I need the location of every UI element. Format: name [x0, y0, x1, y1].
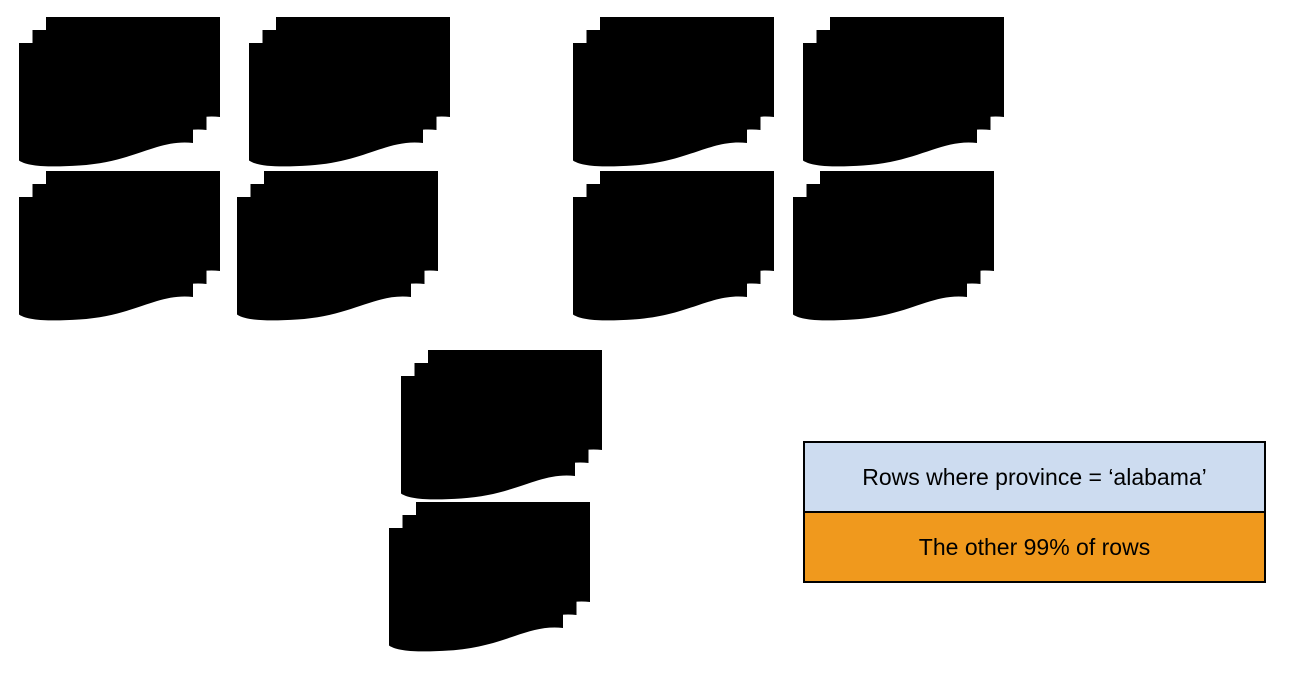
legend-item-label: The other 99% of rows — [918, 533, 1151, 560]
region-stack-us-east-2: us-east-2 — [236, 170, 441, 327]
region-stack-ap-east-1: ap-east-1 — [400, 349, 605, 506]
document-stack-icon — [389, 502, 590, 652]
legend-item-alabama-rows: Rows where province = ‘alabama’ — [805, 443, 1264, 511]
region-stack-us-east-1: us-east-1 — [248, 16, 453, 173]
legend: Rows where province = ‘alabama’ The othe… — [803, 441, 1266, 583]
region-stack-ap-east-2: ap-east-2 — [388, 501, 593, 658]
region-stack-eu-west-2: eu-west-2 — [572, 170, 777, 327]
document-stack-icon — [249, 17, 450, 167]
legend-item-other-rows: The other 99% of rows — [805, 511, 1264, 581]
document-stack-icon — [793, 171, 994, 321]
region-stack-us-west-2: us-west-2 — [18, 170, 223, 327]
document-stack-icon — [573, 171, 774, 321]
region-stack-us-west-1: us-west-1 — [18, 16, 223, 173]
document-stack-icon — [401, 350, 602, 500]
document-stack-icon — [19, 17, 220, 167]
document-stack-icon — [803, 17, 1004, 167]
legend-item-label: Rows where province = ‘alabama’ — [862, 463, 1207, 490]
document-stack-icon — [573, 17, 774, 167]
document-stack-icon — [237, 171, 438, 321]
region-stack-eu-west-1: eu-west-1 — [572, 16, 777, 173]
document-stack-icon — [19, 171, 220, 321]
region-stack-eu-east-2: eu-east-2 — [792, 170, 997, 327]
region-stack-eu-east-1: eu-east-1 — [802, 16, 1007, 173]
